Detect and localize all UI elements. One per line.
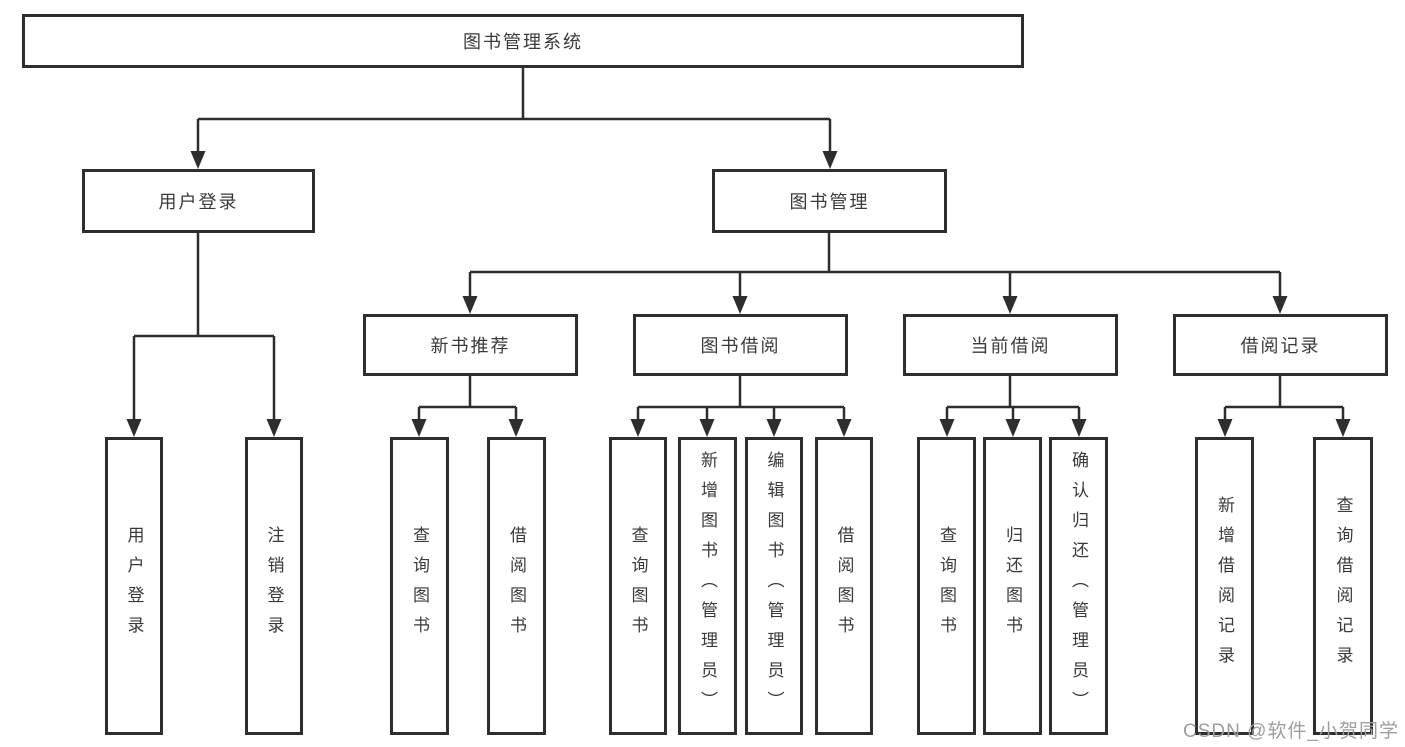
connector-user-login bbox=[126, 233, 282, 437]
arrow-down-icon bbox=[1217, 419, 1233, 437]
node-query-books-borrowing: 查询图书 bbox=[609, 437, 667, 735]
node-return-books: 归还图书 bbox=[983, 437, 1042, 735]
node-query-books-recommend: 查询图书 bbox=[390, 437, 449, 735]
node-query-borrow-record: 查询借阅记录 bbox=[1313, 437, 1373, 735]
arrow-down-icon bbox=[1005, 419, 1021, 437]
arrow-down-icon bbox=[630, 419, 646, 437]
node-add-books-admin: 新增图书（管理员） bbox=[678, 437, 737, 735]
arrow-down-icon bbox=[939, 419, 955, 437]
node-edit-books-admin: 编辑图书（管理员） bbox=[745, 437, 803, 735]
node-borrow-books-recommend: 借阅图书 bbox=[487, 437, 546, 735]
arrow-down-icon bbox=[732, 296, 748, 314]
arrow-down-icon bbox=[266, 419, 282, 437]
node-logout: 注销登录 bbox=[245, 437, 303, 735]
connector-root bbox=[190, 68, 838, 169]
node-book-borrowing: 图书借阅 bbox=[633, 314, 848, 376]
node-user-login: 用户登录 bbox=[82, 169, 315, 233]
arrow-down-icon bbox=[1002, 296, 1018, 314]
node-user-login-leaf: 用户登录 bbox=[105, 437, 163, 735]
arrow-down-icon bbox=[822, 151, 838, 169]
connector-borrowing-records bbox=[1217, 376, 1351, 437]
arrow-down-icon bbox=[1071, 419, 1087, 437]
arrow-down-icon bbox=[126, 419, 142, 437]
arrow-down-icon bbox=[1335, 419, 1351, 437]
node-add-borrow-record: 新增借阅记录 bbox=[1195, 437, 1254, 735]
node-book-management: 图书管理 bbox=[712, 169, 947, 233]
node-current-borrowing: 当前借阅 bbox=[903, 314, 1118, 376]
arrow-down-icon bbox=[508, 419, 524, 437]
arrow-down-icon bbox=[462, 296, 478, 314]
arrow-down-icon bbox=[766, 419, 782, 437]
arrow-down-icon bbox=[699, 419, 715, 437]
node-new-book-recommendation: 新书推荐 bbox=[363, 314, 578, 376]
connector-book-management bbox=[462, 233, 1288, 314]
watermark: CSDN @软件_小贺同学 bbox=[1183, 721, 1399, 742]
arrow-down-icon bbox=[190, 151, 206, 169]
connector-new-book-recommendation bbox=[411, 376, 524, 437]
arrow-down-icon bbox=[1272, 296, 1288, 314]
node-borrowing-records: 借阅记录 bbox=[1173, 314, 1388, 376]
arrow-down-icon bbox=[836, 419, 852, 437]
connector-current-borrowing bbox=[939, 376, 1087, 437]
connector-book-borrowing bbox=[630, 376, 852, 437]
arrow-down-icon bbox=[411, 419, 427, 437]
node-borrow-books-borrowing: 借阅图书 bbox=[815, 437, 873, 735]
node-library-management-system: 图书管理系统 bbox=[22, 14, 1024, 68]
node-confirm-return-admin: 确认归还（管理员） bbox=[1049, 437, 1108, 735]
node-query-books-current: 查询图书 bbox=[917, 437, 976, 735]
